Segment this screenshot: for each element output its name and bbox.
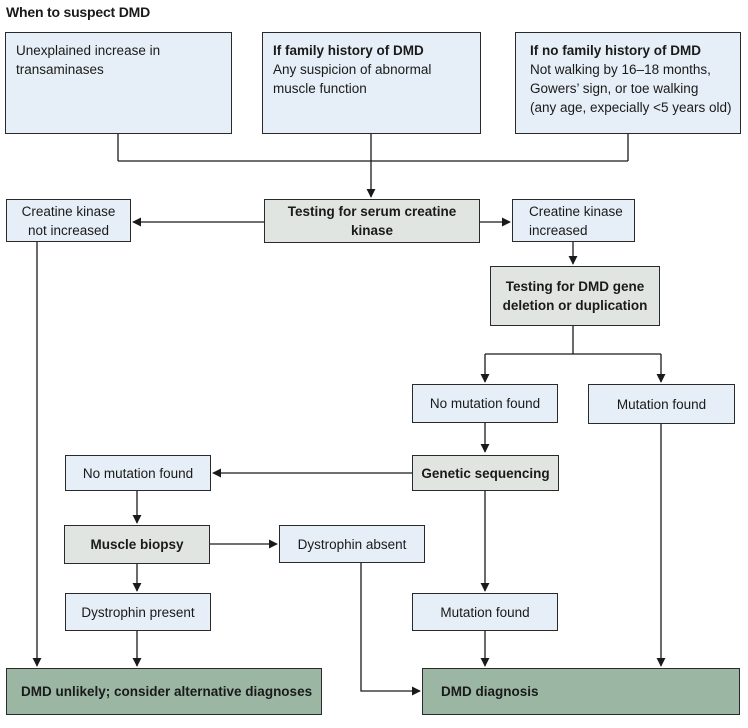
family-history-line1: Any suspicion of abnormal (273, 62, 432, 77)
gene-test-line1: Testing for DMD gene (505, 279, 645, 294)
gene-test-box: Testing for DMD gene deletion or duplica… (490, 266, 660, 326)
gene-test-line2: deletion or duplication (502, 298, 648, 313)
transaminases-box: Unexplained increase in transaminases (5, 32, 232, 134)
no-mutation-found-1-label: No mutation found (429, 396, 541, 411)
muscle-biopsy-label: Muscle biopsy (90, 537, 184, 552)
family-history-box: If family history of DMD Any suspicion o… (262, 32, 481, 134)
transaminases-line2: transaminases (16, 62, 104, 77)
ck-test-line2: kinase (350, 223, 394, 238)
ck-increased-line2: increased (529, 223, 588, 238)
dystrophin-absent-box: Dystrophin absent (279, 525, 425, 563)
ck-test-box: Testing for serum creatine kinase (264, 199, 480, 243)
genetic-sequencing-box: Genetic sequencing (412, 455, 559, 491)
no-family-history-line1: Not walking by 16–18 months, (530, 62, 711, 77)
no-family-history-box: If no family history of DMD Not walking … (515, 32, 741, 134)
dmd-diagnosis-label: DMD diagnosis (441, 684, 539, 699)
no-mutation-found-box-1: No mutation found (412, 384, 558, 423)
genetic-sequencing-label: Genetic sequencing (421, 465, 550, 481)
muscle-biopsy-box: Muscle biopsy (64, 525, 210, 564)
dmd-unlikely-box: DMD unlikely; consider alternative diagn… (6, 668, 322, 715)
diagram-title: When to suspect DMD (6, 4, 150, 20)
dmd-diagnosis-box: DMD diagnosis (422, 668, 740, 715)
mutation-found-2-label: Mutation found (440, 604, 530, 620)
no-mutation-found-2-label: No mutation found (82, 465, 194, 481)
ck-increased-line1: Creatine kinase (529, 204, 623, 219)
family-history-heading: If family history of DMD (273, 43, 424, 58)
no-family-history-line2: Gowers’ sign, or toe walking (530, 81, 699, 96)
no-family-history-heading: If no family history of DMD (530, 43, 702, 58)
dmd-unlikely-label: DMD unlikely; consider alternative diagn… (21, 684, 313, 699)
dystrophin-absent-label: Dystrophin absent (297, 536, 407, 552)
arrow-dystrophin-absent-to-diagnosis (360, 563, 421, 696)
dystrophin-present-box: Dystrophin present (65, 593, 211, 631)
no-mutation-found-box-2: No mutation found (65, 455, 211, 491)
mutation-found-box-1: Mutation found (588, 384, 735, 424)
family-history-line2: muscle function (273, 81, 367, 96)
mutation-found-1-label: Mutation found (616, 396, 707, 412)
ck-test-line1: Testing for serum creatine (287, 204, 457, 219)
dystrophin-present-label: Dystrophin present (81, 604, 195, 620)
mutation-found-box-2: Mutation found (412, 593, 558, 631)
ck-not-increased-line2: not increased (27, 222, 110, 238)
transaminases-line1: Unexplained increase in (16, 43, 161, 58)
ck-not-increased-line1: Creatine kinase (21, 203, 116, 219)
no-family-history-line3: (any age, expecially <5 years old) (530, 100, 732, 115)
ck-increased-box: Creatine kinase increased (512, 199, 635, 242)
ck-not-increased-box: Creatine kinase not increased (6, 199, 131, 242)
